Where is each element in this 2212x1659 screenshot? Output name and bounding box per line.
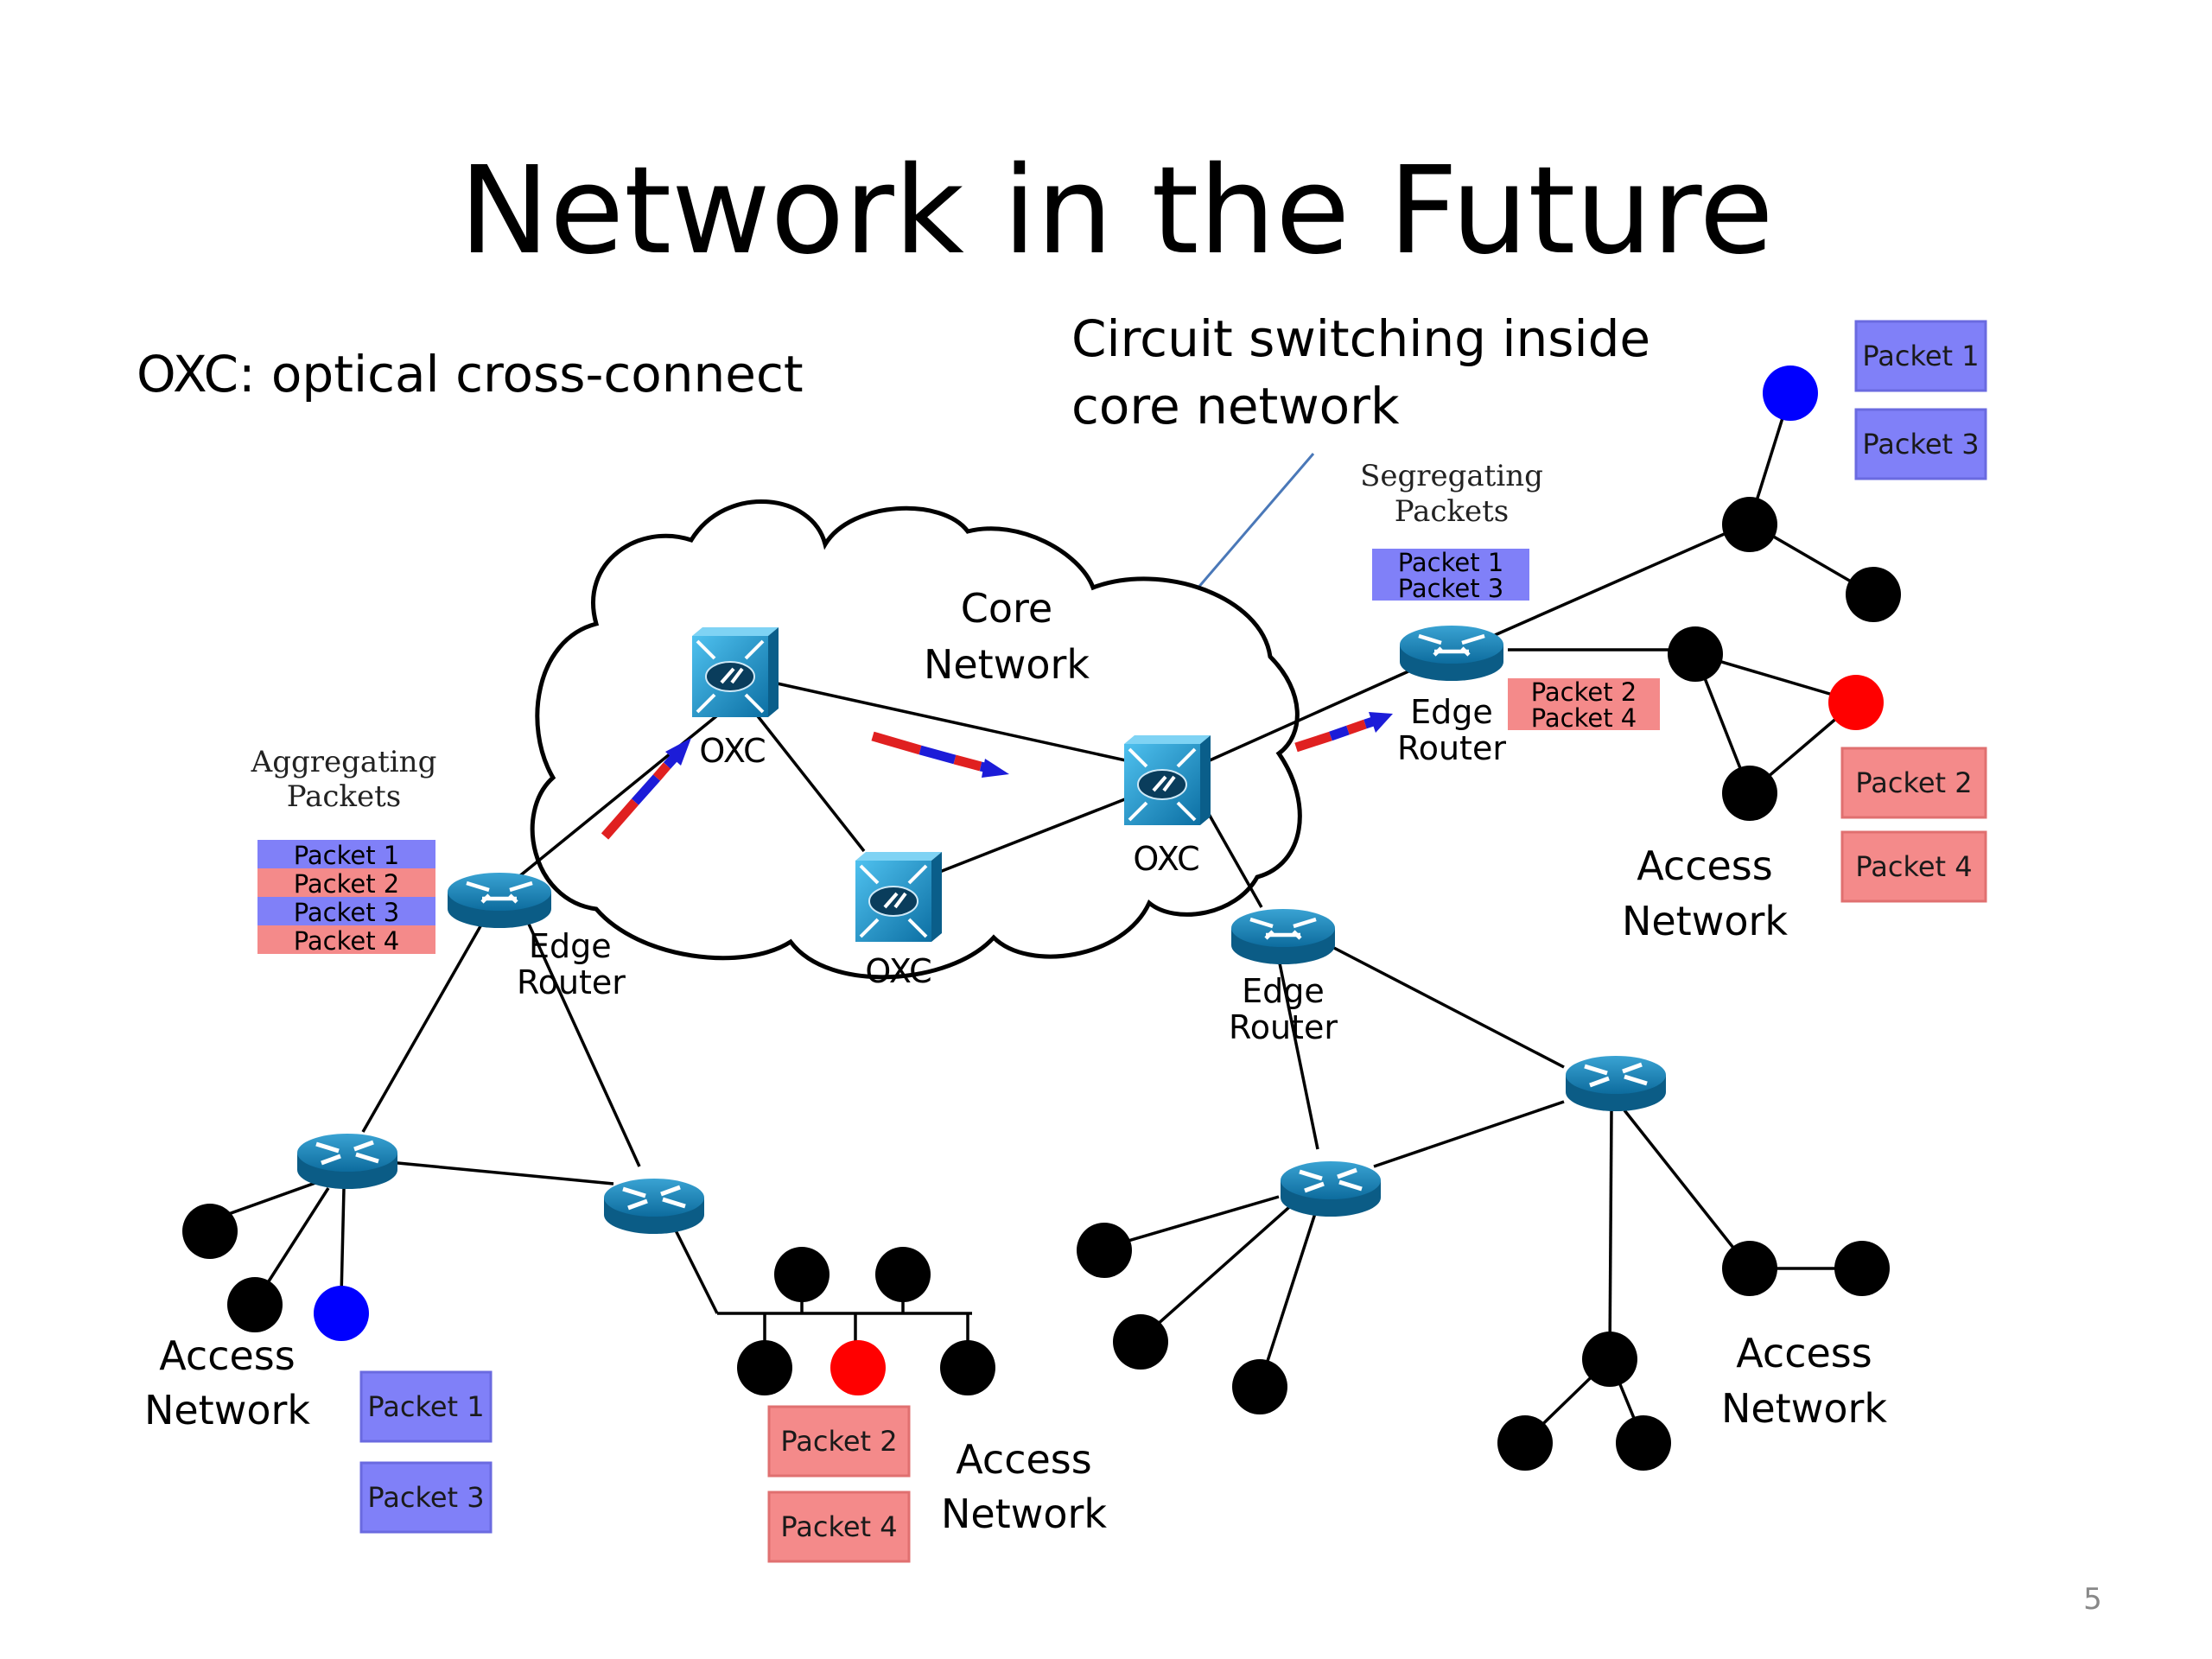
oxc-label: OXC xyxy=(699,732,766,770)
circuit-switching-line2: core network xyxy=(1071,377,1400,435)
access-network-label-right-top: Access Network xyxy=(1622,842,1788,944)
packet-label: Packet 3 xyxy=(294,898,400,927)
host-node-icon xyxy=(1616,1415,1671,1471)
access-network-line1: Access xyxy=(159,1332,295,1379)
packet-box-bottom-4: Packet 4 xyxy=(767,1491,911,1563)
edge-router-label-line2: Router xyxy=(1397,729,1506,767)
segregated-packet-stack-blue: Packet 1 Packet 3 xyxy=(1372,548,1529,603)
slide-title: Network in the Future xyxy=(459,141,1773,282)
segregating-label-line2: Packets xyxy=(1395,494,1510,529)
packet-label: Packet 1 xyxy=(1862,340,1979,372)
access-network-line1: Access xyxy=(1736,1330,1872,1376)
flow-arrow-core xyxy=(871,731,1009,778)
flow-arrow-segregating xyxy=(1294,712,1393,753)
edge-router-icon xyxy=(448,873,551,928)
host-node-icon xyxy=(1668,626,1723,682)
packet-label: Packet 3 xyxy=(367,1481,484,1514)
router-icon xyxy=(1281,1161,1381,1217)
edge-router-label-line2: Router xyxy=(517,963,626,1001)
access-network-line2: Network xyxy=(144,1387,310,1433)
packet-label: Packet 2 xyxy=(294,869,400,899)
oxc-label: OXC xyxy=(865,952,931,990)
packet-box-top-right-1: Packet 1 xyxy=(1854,320,1987,392)
packet-box-right-2: Packet 2 xyxy=(1840,747,1987,819)
packet-box-top-right-3: Packet 3 xyxy=(1854,408,1987,480)
access-network-line2: Network xyxy=(941,1491,1107,1537)
host-node-icon xyxy=(830,1340,886,1395)
host-node-icon xyxy=(774,1247,830,1302)
core-network-label-line2: Network xyxy=(924,641,1090,688)
access-network-label-right-bottom: Access Network xyxy=(1721,1330,1887,1432)
host-node-icon xyxy=(1722,1241,1777,1296)
host-node-icon xyxy=(1834,1241,1890,1296)
packet-label: Packet 1 xyxy=(367,1390,484,1423)
host-node-icon xyxy=(737,1340,792,1395)
packet-box-left-1: Packet 1 xyxy=(359,1370,493,1443)
host-node-icon xyxy=(875,1247,931,1302)
access-network-label-left: Access Network xyxy=(144,1332,310,1433)
host-node-icon xyxy=(182,1204,238,1259)
router-icon xyxy=(1566,1056,1666,1111)
host-node-icon xyxy=(1497,1415,1553,1471)
packet-label: Packet 1 xyxy=(294,841,400,870)
edge-router-icon xyxy=(1231,909,1335,964)
packet-label: Packet 4 xyxy=(1531,703,1637,733)
oxc-icon xyxy=(854,850,944,944)
oxc-icon xyxy=(1122,734,1212,827)
edge-router-label-line1: Edge xyxy=(1242,972,1325,1010)
page-number: 5 xyxy=(2083,1582,2102,1617)
host-node-icon xyxy=(1722,766,1777,821)
packet-box-bottom-2: Packet 2 xyxy=(767,1405,911,1478)
edge-router-label-line1: Edge xyxy=(529,927,612,965)
core-network-label-line1: Core xyxy=(961,585,1052,632)
segregated-packet-stack-red: Packet 2 Packet 4 xyxy=(1508,677,1660,733)
access-network-label-bottom: Access Network xyxy=(941,1436,1107,1537)
host-nodes xyxy=(182,365,1901,1471)
packet-label: Packet 2 xyxy=(1531,677,1637,707)
aggregating-label-line1: Aggregating xyxy=(251,745,437,779)
host-node-icon xyxy=(1828,675,1884,730)
edge-router-label-line2: Router xyxy=(1229,1008,1338,1046)
host-node-icon xyxy=(1077,1223,1132,1278)
access-network-line2: Network xyxy=(1721,1385,1887,1432)
router-icon xyxy=(297,1134,397,1189)
packet-box-left-3: Packet 3 xyxy=(359,1461,493,1534)
packet-label: Packet 2 xyxy=(780,1425,897,1458)
circuit-switching-line1: Circuit switching inside xyxy=(1071,309,1650,368)
access-network-line1: Access xyxy=(1637,842,1772,889)
packet-box-right-4: Packet 4 xyxy=(1840,830,1987,903)
host-node-icon xyxy=(1846,567,1901,622)
packet-label: Packet 3 xyxy=(1862,428,1979,461)
packet-label: Packet 3 xyxy=(1398,574,1504,603)
host-node-icon xyxy=(1763,365,1818,421)
host-node-icon xyxy=(940,1340,995,1395)
packet-label: Packet 4 xyxy=(1855,850,1972,883)
oxc-label: OXC xyxy=(1133,840,1199,878)
packet-label: Packet 4 xyxy=(294,926,400,956)
host-node-icon xyxy=(227,1277,283,1332)
core-network-cloud xyxy=(530,499,1302,980)
edge-router-icon xyxy=(1400,626,1503,681)
flow-arrow-aggregating xyxy=(601,738,691,840)
router-icon xyxy=(604,1179,704,1234)
host-node-icon xyxy=(1113,1314,1168,1370)
packet-label: Packet 2 xyxy=(1855,766,1972,799)
host-node-icon xyxy=(1582,1332,1637,1387)
oxc-definition: OXC: optical cross-connect xyxy=(137,345,804,404)
packet-label: Packet 1 xyxy=(1398,548,1504,577)
access-network-line2: Network xyxy=(1622,898,1788,944)
aggregating-label-line2: Packets xyxy=(287,779,402,814)
oxc-icon xyxy=(690,626,780,719)
host-node-icon xyxy=(314,1286,369,1341)
aggregated-packet-stack: Packet 1 Packet 2 Packet 3 Packet 4 xyxy=(257,840,435,956)
segregating-label-line1: Segregating xyxy=(1360,459,1543,493)
host-node-icon xyxy=(1232,1359,1287,1414)
packet-label: Packet 4 xyxy=(780,1510,897,1543)
access-network-line1: Access xyxy=(956,1436,1091,1483)
edge-router-label-line1: Edge xyxy=(1410,693,1493,731)
host-node-icon xyxy=(1722,497,1777,552)
